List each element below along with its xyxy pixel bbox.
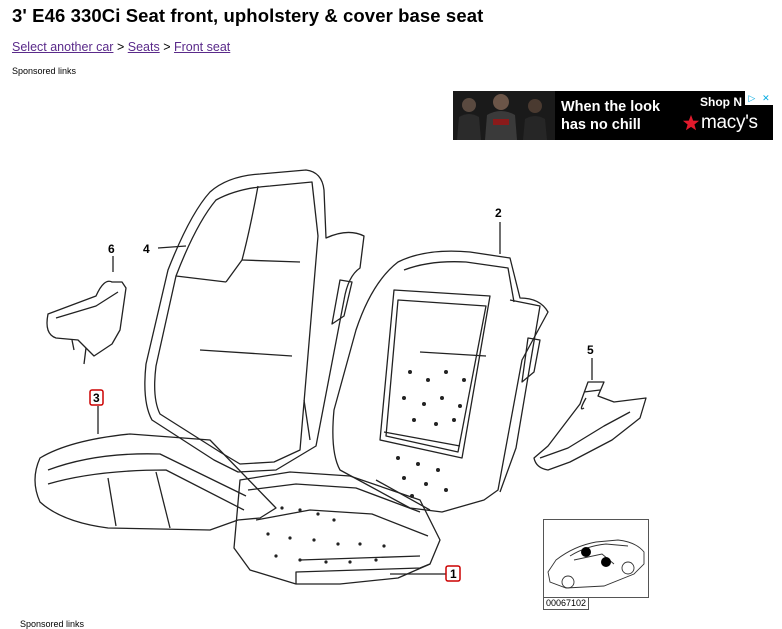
ad-models-image [453,91,555,140]
car-outline-icon [547,539,645,589]
diagram-code: 00067102 [543,597,590,610]
callout-1[interactable]: 1 [450,567,457,581]
sponsored-links-label-top: Sponsored links [12,66,77,76]
macys-star-icon [682,114,700,131]
breadcrumb-select-car-link[interactable]: Select another car [12,40,114,54]
ad-choices-controls[interactable]: ▷ ✕ [745,91,773,105]
part-6-side-cover[interactable] [46,280,127,365]
play-triangle-icon[interactable]: ▷ [748,92,756,103]
breadcrumb: Select another car > Seats > Front seat [12,40,230,54]
breadcrumb-separator: > [116,40,125,54]
breadcrumb-front-seat-link[interactable]: Front seat [173,40,231,54]
callout-1-highlight-box [445,565,461,582]
ad-shop-now-text[interactable]: Shop N [700,95,742,109]
page-title: 3' E46 330Ci Seat front, upholstery & co… [12,5,484,26]
callout-6[interactable]: 6 [108,242,115,256]
ad-brand-logo: macy's [701,112,758,133]
part-5-side-trim[interactable] [533,381,647,471]
vehicle-thumbnail[interactable] [543,519,649,598]
sponsored-links-label-bottom: Sponsored links [20,619,85,629]
breadcrumb-seats-link[interactable]: Seats [127,40,160,54]
breadcrumb-separator: > [163,40,171,54]
part-3-cushion-cover[interactable] [34,433,277,531]
part-1-seat-base[interactable] [233,471,441,585]
part-4-backrest-cover[interactable] [144,169,365,473]
macys-ad-banner[interactable]: When the look has no chill Shop N ▷ ✕ ma… [453,91,773,140]
callout-3[interactable]: 3 [93,391,100,405]
seat-parts-diagram: 4 2 6 5 3 1 [34,169,647,585]
close-x-icon[interactable]: ✕ [762,92,770,103]
callout-3-highlight-box [89,389,104,406]
callout-5[interactable]: 5 [587,343,594,357]
callout-4[interactable]: 4 [143,242,150,256]
ad-headline: When the look has no chill [561,99,661,133]
callout-2[interactable]: 2 [495,206,502,220]
part-2-backrest-pad[interactable] [332,250,549,513]
